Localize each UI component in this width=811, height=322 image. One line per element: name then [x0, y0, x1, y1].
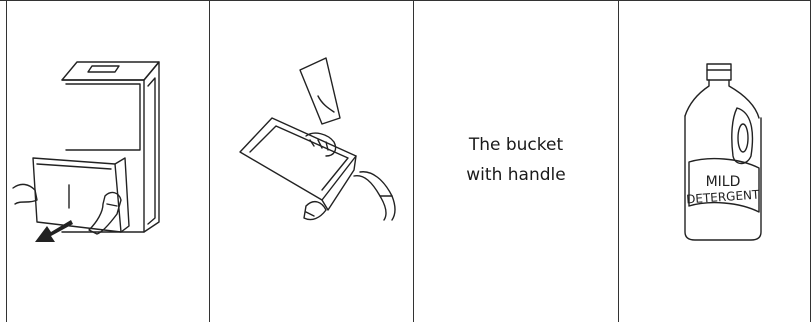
label-line-1: MILD	[706, 174, 741, 190]
dehumidifier-icon	[12, 61, 160, 242]
cell-emptying-bucket	[210, 0, 413, 322]
bucket-caption: The bucket with handle	[414, 130, 618, 190]
cell-detergent: MILD DETERGENT	[619, 0, 810, 322]
label-line-2: DETERGENT	[686, 187, 761, 206]
emptying-bucket-icon	[239, 57, 396, 221]
detergent-bottle-icon	[684, 63, 762, 241]
caption-line-2: with handle	[466, 165, 566, 185]
cell-bucket-removal	[7, 0, 209, 322]
detergent-label: MILD DETERGENT	[686, 174, 761, 207]
caption-line-1: The bucket	[468, 135, 564, 155]
cell-caption: The bucket with handle	[414, 0, 618, 322]
